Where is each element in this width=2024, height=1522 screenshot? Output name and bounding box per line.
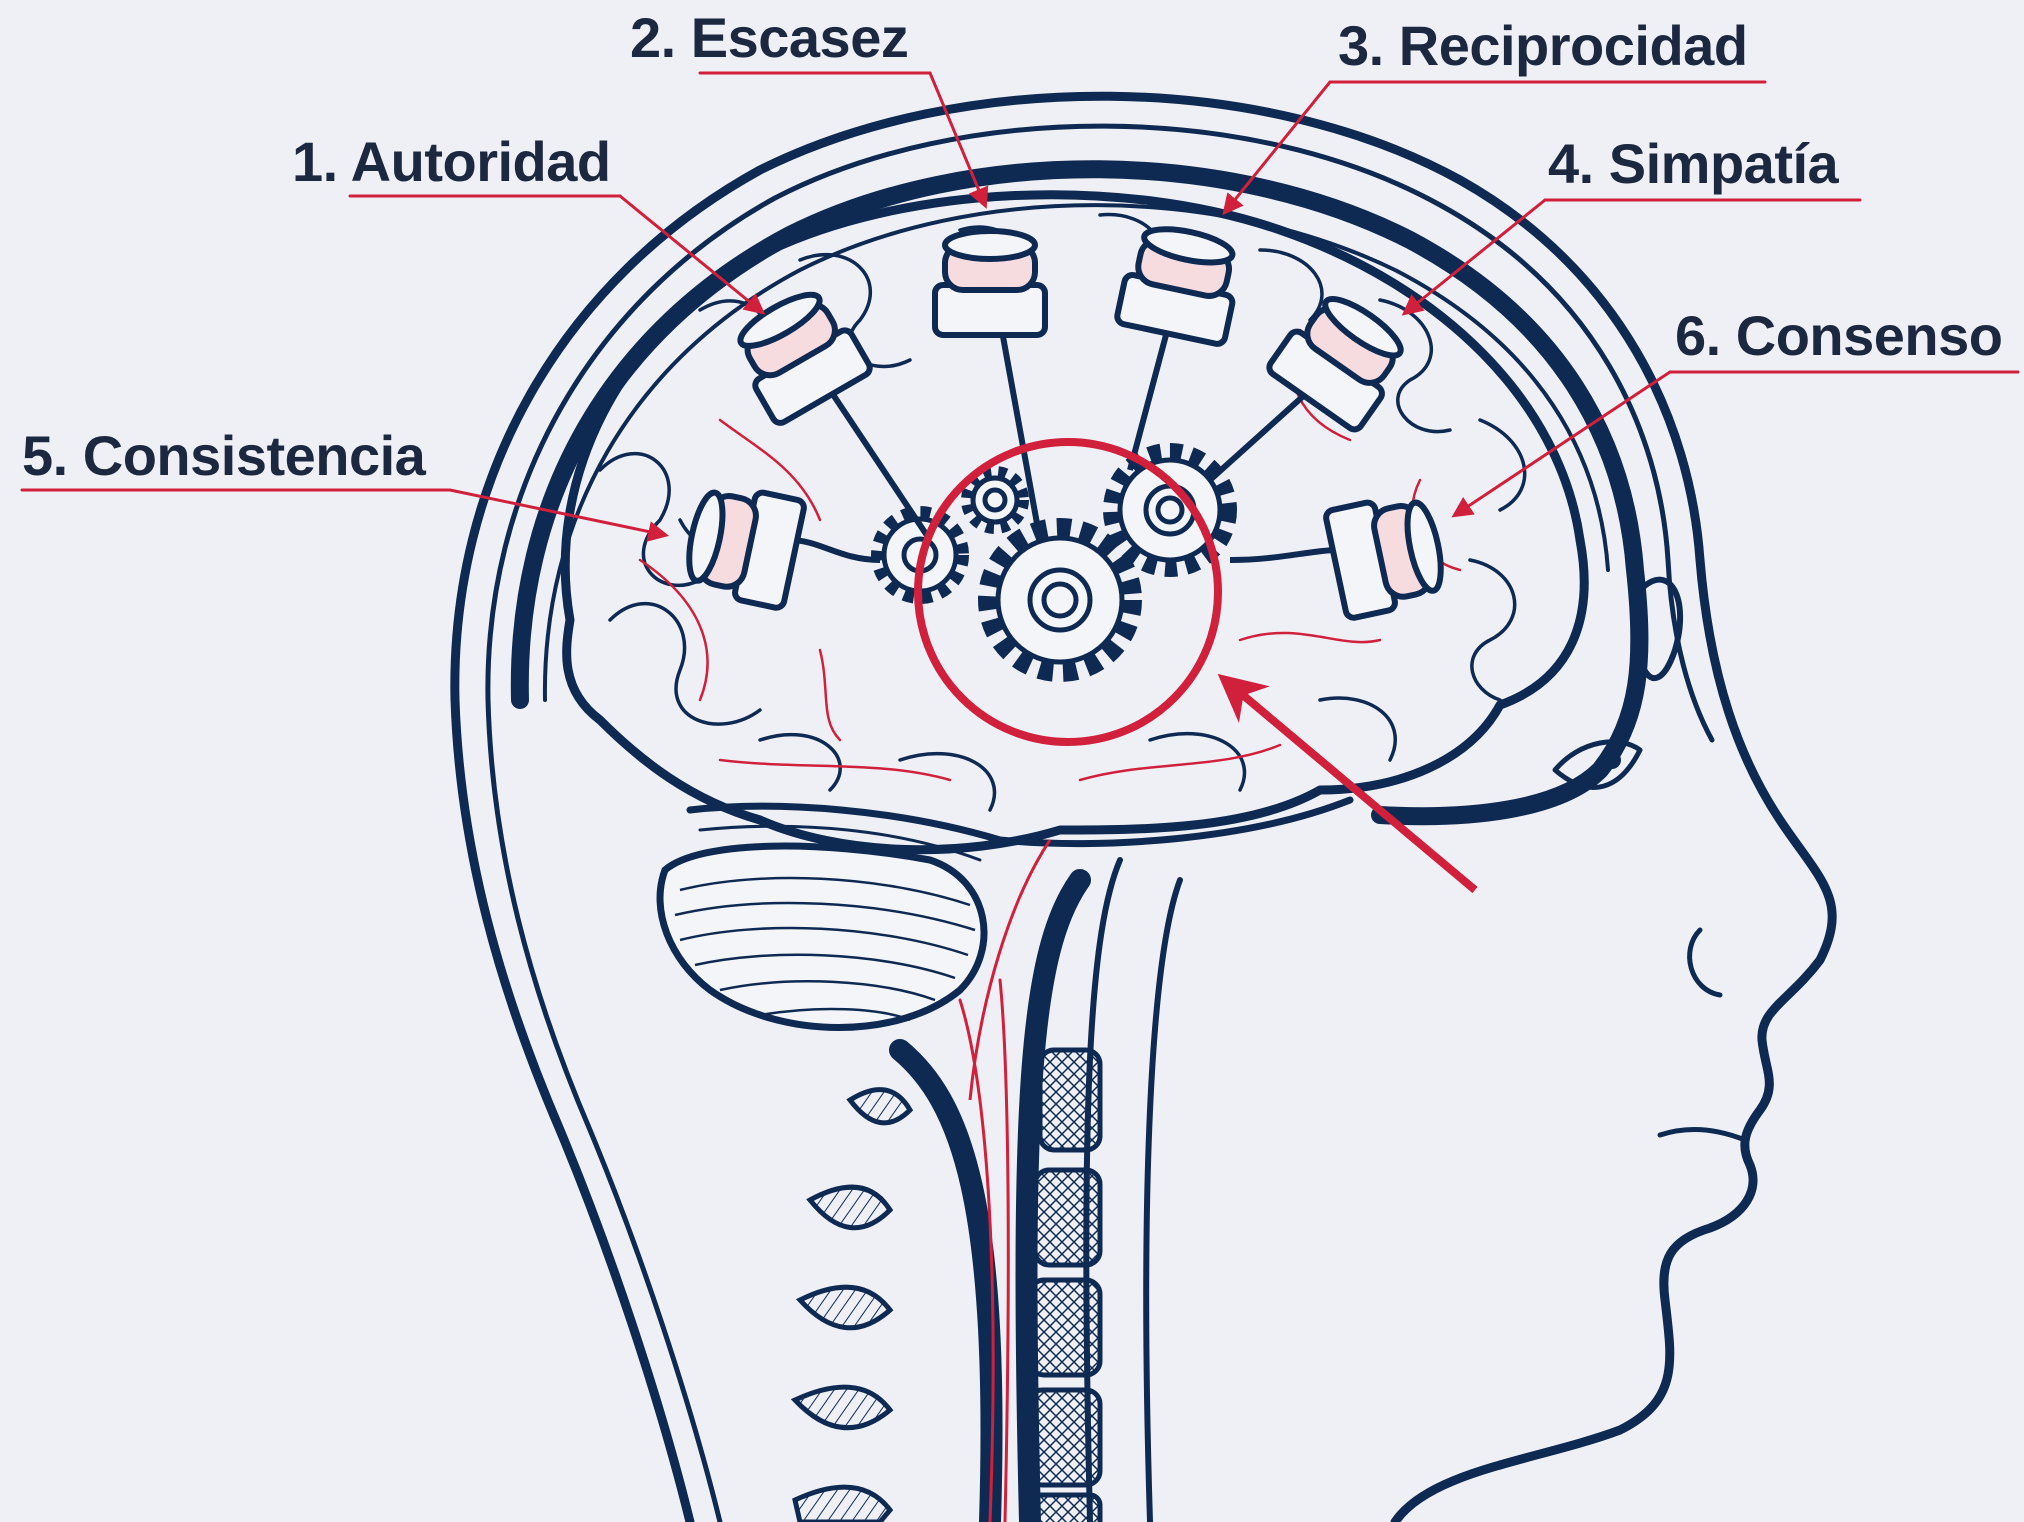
gear-icon bbox=[988, 528, 1132, 672]
focus-arrow bbox=[1225, 680, 1475, 890]
label-autoridad: 1. Autoridad bbox=[292, 134, 611, 190]
label-consistencia: 5. Consistencia bbox=[22, 428, 425, 484]
gear-icon bbox=[967, 472, 1023, 528]
label-escasez: 2. Escasez bbox=[630, 10, 908, 66]
label-reciprocidad: 3. Reciprocidad bbox=[1338, 18, 1748, 74]
label-simpatia: 4. Simpatía bbox=[1548, 136, 1838, 192]
button-escasez bbox=[935, 231, 1045, 335]
button-consenso bbox=[1325, 490, 1450, 619]
button-reciprocidad bbox=[1116, 221, 1245, 346]
label-consenso: 6. Consenso bbox=[1675, 308, 2002, 364]
button-consistencia bbox=[681, 480, 806, 609]
cerebellum bbox=[660, 846, 984, 1027]
